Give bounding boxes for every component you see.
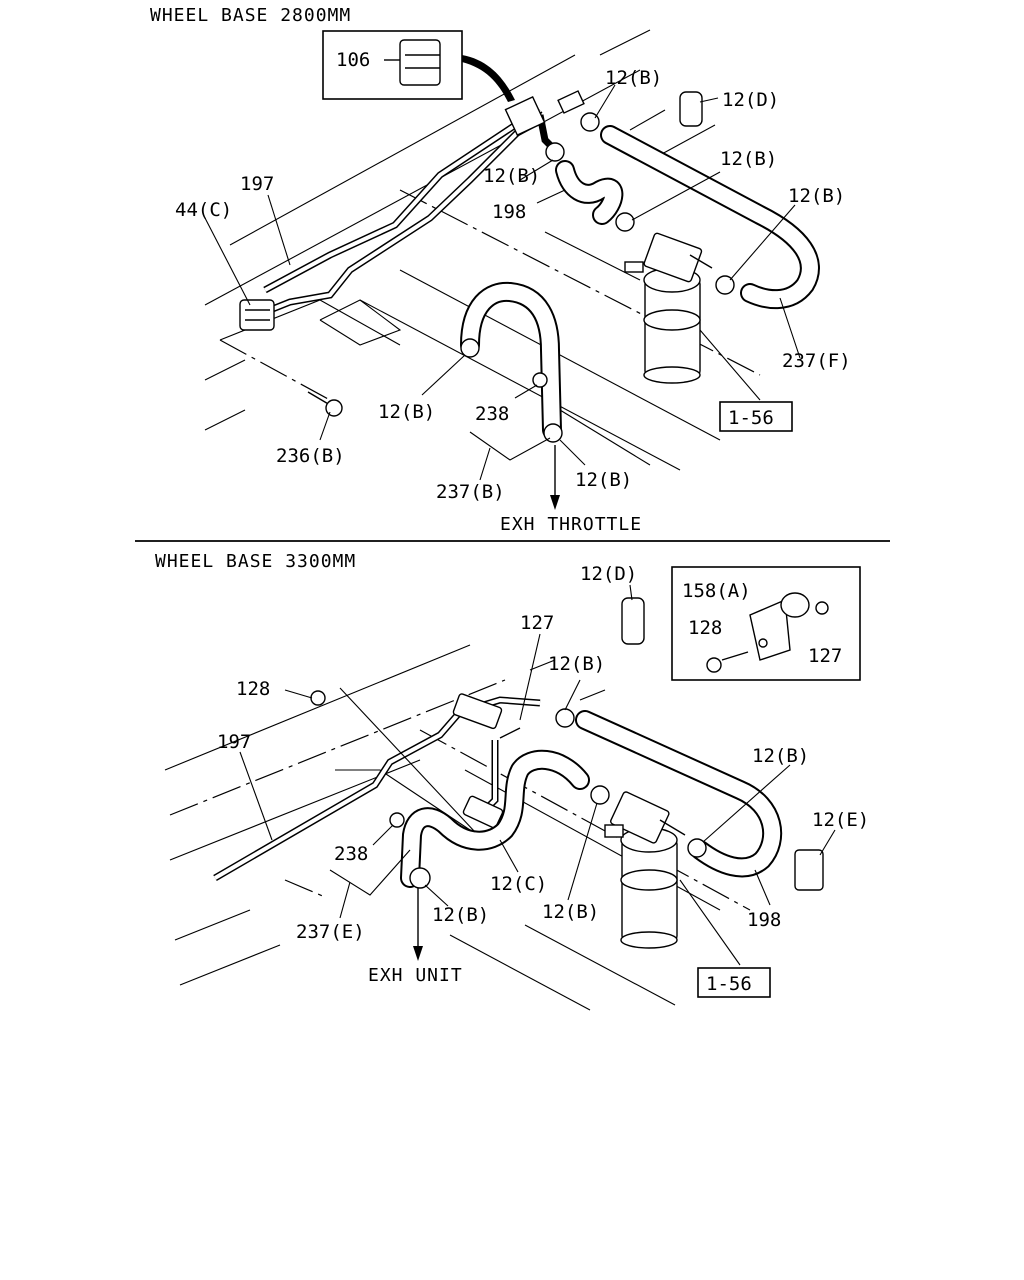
canister <box>624 232 713 384</box>
hose-clamps <box>310 597 824 891</box>
hose-237b <box>460 281 562 440</box>
section-wheelbase-2800: WHEEL BASE 2800MM <box>150 5 851 535</box>
label-237f: 237(F) <box>782 350 851 372</box>
fuel-pipe-197 <box>248 107 558 322</box>
pipe-joint <box>504 96 546 136</box>
hose-198 <box>555 160 624 225</box>
label-197: 197 <box>240 173 274 195</box>
label-128: 128 <box>236 678 270 700</box>
label-12d: 12(D) <box>722 89 779 111</box>
ref-box-label: 1-56 <box>728 407 774 429</box>
label-12b: 12(B) <box>548 653 605 675</box>
inset-bracket-158a: 158(A) 128 127 <box>671 566 861 681</box>
label-12b: 12(B) <box>788 185 845 207</box>
label-106: 106 <box>336 49 370 71</box>
section-title: WHEEL BASE 2800MM <box>150 5 351 26</box>
pipe-joint-lower <box>462 795 504 829</box>
label-197: 197 <box>217 731 251 753</box>
label-12b: 12(B) <box>542 901 599 923</box>
label-127: 127 <box>808 645 842 667</box>
label-12d: 12(D) <box>580 563 637 585</box>
label-12b: 12(B) <box>432 904 489 926</box>
label-12b: 12(B) <box>483 165 540 187</box>
hose-clamps <box>460 91 735 443</box>
hose-237f <box>600 125 820 310</box>
label-236b: 236(B) <box>276 445 345 467</box>
label-44c: 44(C) <box>175 199 232 221</box>
section-title: WHEEL BASE 3300MM <box>155 551 356 572</box>
leader-lines <box>239 584 836 966</box>
ref-box: 1-56 <box>719 401 793 432</box>
label-198: 198 <box>492 201 526 223</box>
leader-lines <box>204 84 801 510</box>
clip-44c <box>239 299 275 331</box>
canister <box>604 791 686 949</box>
bolt-236b <box>307 391 343 417</box>
section-wheelbase-3300: WHEEL BASE 3300MM <box>155 551 869 1011</box>
label-12b: 12(B) <box>752 745 809 767</box>
hose-237e <box>400 749 590 888</box>
label-238: 238 <box>334 843 368 865</box>
label-12b: 12(B) <box>605 67 662 89</box>
inset-clip-106: 106 <box>322 30 515 102</box>
label-237b: 237(B) <box>436 481 505 503</box>
ref-box-label: 1-56 <box>706 973 752 995</box>
outlet-label: EXH UNIT <box>368 965 463 986</box>
label-237e: 237(E) <box>296 921 365 943</box>
hose-198 <box>575 710 783 878</box>
label-12e: 12(E) <box>812 809 869 831</box>
label-158a: 158(A) <box>682 580 751 602</box>
label-198: 198 <box>747 909 781 931</box>
outlet-label: EXH THROTTLE <box>500 514 642 535</box>
label-238: 238 <box>475 403 509 425</box>
label-12c: 12(C) <box>490 873 547 895</box>
pipe-end <box>557 90 585 114</box>
label-12b: 12(B) <box>575 469 632 491</box>
label-128: 128 <box>688 617 722 639</box>
label-12b: 12(B) <box>720 148 777 170</box>
ref-box: 1-56 <box>697 967 771 998</box>
label-127: 127 <box>520 612 554 634</box>
pipe-joint <box>452 693 503 730</box>
label-12b: 12(B) <box>378 401 435 423</box>
